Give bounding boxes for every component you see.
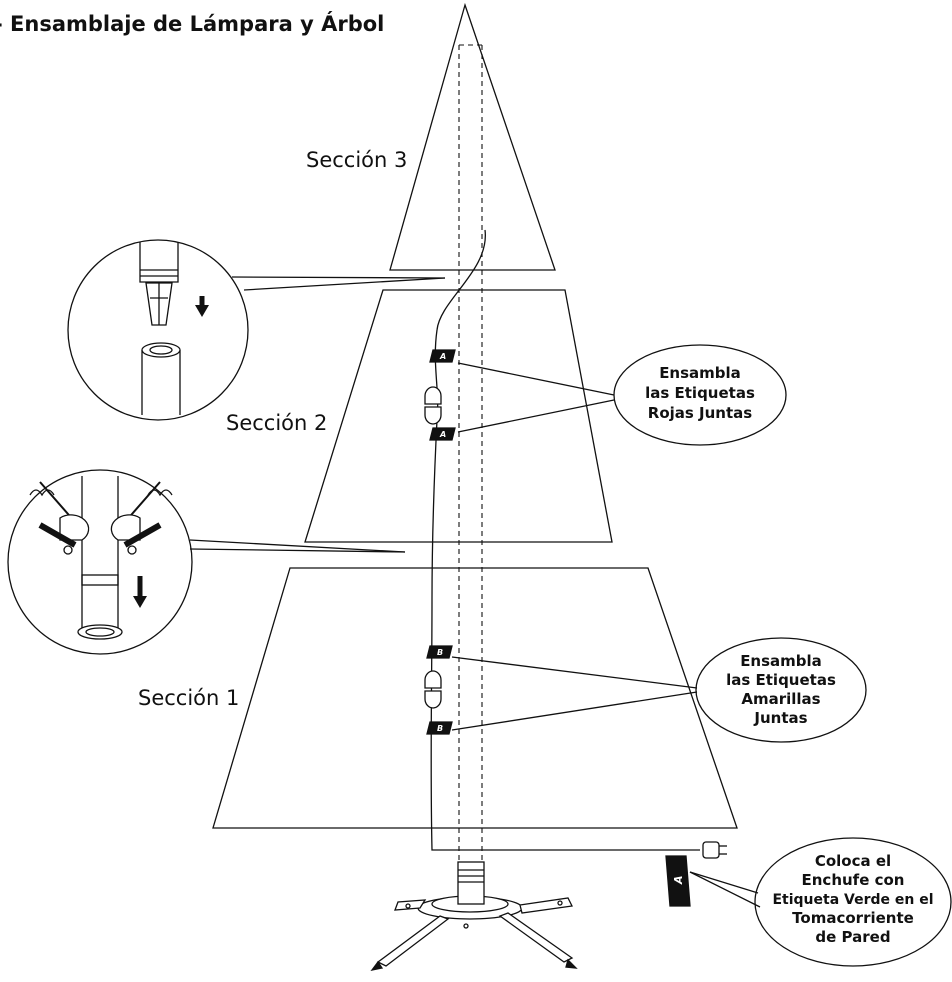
- wall-plug: [702, 841, 727, 859]
- callout-bubble-yellow: [451, 637, 867, 743]
- page-title: - Ensamblaje de Lámpara y Árbol: [0, 12, 385, 36]
- detail-circle-hinges: [7, 469, 406, 655]
- section-3-label: Sección 3: [306, 148, 407, 172]
- tag-a-bottom-label: A: [439, 430, 446, 439]
- center-pole: [458, 44, 483, 870]
- connector-red: [424, 386, 442, 425]
- tag-b-bottom: [426, 721, 453, 735]
- tag-a-bottom: [429, 427, 456, 441]
- callout-yellow-line3: Amarillas: [741, 690, 820, 708]
- callout-red-line2: las Etiquetas: [645, 384, 755, 402]
- section-2-label: Sección 2: [226, 411, 327, 435]
- tree-section-1: [212, 567, 738, 829]
- callout-green-line3: Etiqueta Verde en el: [772, 892, 933, 908]
- power-cord: [430, 229, 700, 851]
- callout-bubble-red: [457, 344, 787, 446]
- callout-yellow-line4: Juntas: [753, 709, 807, 727]
- callout-green-line2: Enchufe con: [802, 871, 905, 889]
- tree-section-3: [389, 2, 556, 271]
- tag-a-top: [429, 349, 456, 363]
- callout-red-line3: Rojas Juntas: [648, 404, 753, 422]
- section-1-label: Sección 1: [138, 686, 239, 710]
- detail-circle-pole-tip: [67, 239, 446, 421]
- tag-a-plug-label: A: [672, 875, 685, 885]
- connector-yellow: [424, 670, 442, 709]
- tag-a-top-label: A: [439, 352, 446, 361]
- callout-yellow-line1: Ensambla: [740, 652, 822, 670]
- tag-b-top: [426, 645, 453, 659]
- tag-b-top-label: B: [437, 648, 443, 657]
- tree-stand: [370, 861, 578, 971]
- tag-a-plug: [665, 855, 691, 907]
- callout-green-line4: Tomacorriente: [792, 909, 914, 927]
- callout-bubble-green: [689, 837, 952, 967]
- callout-red-line1: Ensambla: [659, 364, 741, 382]
- callout-green-line5: de Pared: [815, 928, 890, 946]
- tag-b-bottom-label: B: [437, 724, 443, 733]
- callout-green-line1: Coloca el: [815, 852, 891, 870]
- callout-yellow-line2: las Etiquetas: [726, 671, 836, 689]
